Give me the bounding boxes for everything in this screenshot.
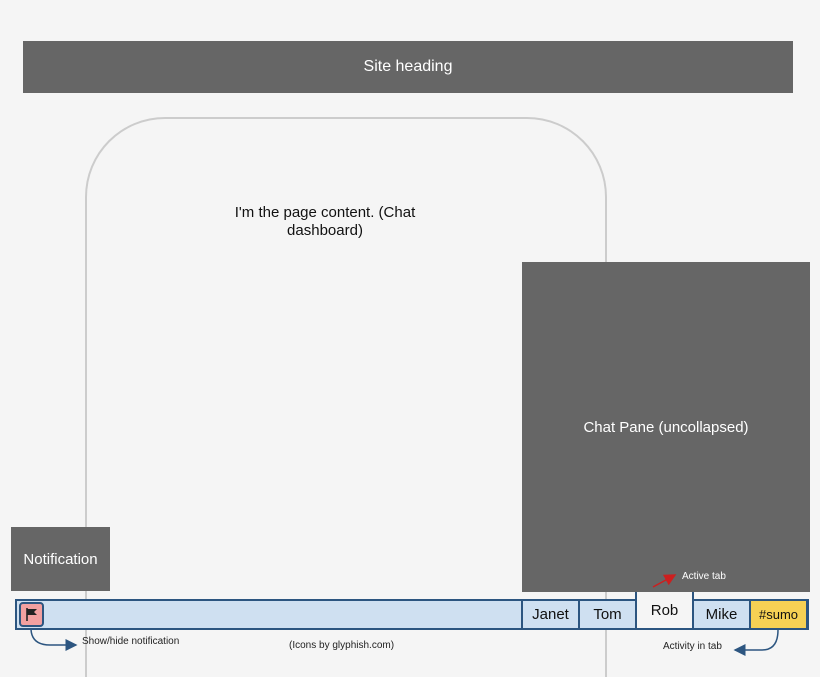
active-tab-arrow <box>652 574 677 588</box>
chat-pane[interactable]: Chat Pane (uncollapsed) <box>522 262 810 592</box>
show-hide-arrow <box>30 627 78 651</box>
flag-icon <box>26 608 37 621</box>
notification-panel[interactable]: Notification <box>11 527 110 591</box>
activity-arrow <box>733 629 779 656</box>
show-hide-annotation: Show/hide notification <box>82 636 180 647</box>
site-heading: Site heading <box>23 41 793 93</box>
tab-sumo-activity[interactable]: #sumo <box>749 599 808 630</box>
active-tab-annotation: Active tab <box>682 571 726 582</box>
notification-toggle-button[interactable] <box>19 602 44 627</box>
page-content-text: I'm the page content. (Chat dashboard) <box>234 204 416 239</box>
icons-credit: (Icons by glyphish.com) <box>289 640 395 651</box>
activity-annotation: Activity in tab <box>663 641 722 652</box>
